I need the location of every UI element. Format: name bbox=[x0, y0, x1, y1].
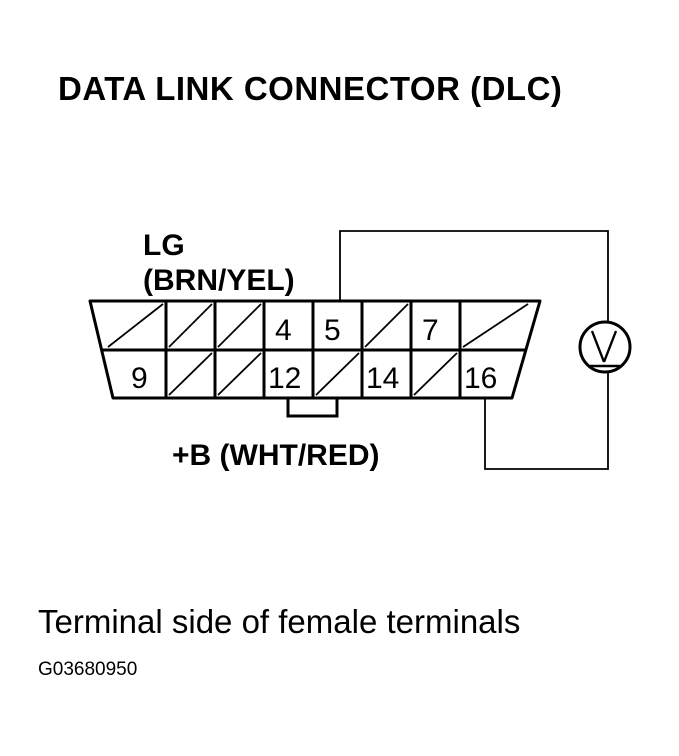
battery-terminal-label: +B (WHT/RED) bbox=[172, 439, 379, 472]
voltmeter-icon bbox=[578, 320, 632, 374]
diagram-title: DATA LINK CONNECTOR (DLC) bbox=[58, 70, 563, 107]
empty-cavity-hatches bbox=[107, 303, 529, 396]
pin-label-12: 12 bbox=[268, 362, 301, 395]
lg-label: LG bbox=[143, 229, 185, 262]
connector-body bbox=[88, 299, 542, 418]
pin-label-5: 5 bbox=[324, 314, 341, 347]
figure-code: G03680950 bbox=[38, 659, 138, 680]
test-wiring bbox=[339, 230, 609, 470]
pin-label-16: 16 bbox=[464, 362, 497, 395]
lg-wire-color-label: (BRN/YEL) bbox=[143, 264, 295, 297]
pin-label-14: 14 bbox=[366, 362, 399, 395]
diagram-caption: Terminal side of female terminals bbox=[38, 603, 521, 640]
pin-label-7: 7 bbox=[422, 314, 439, 347]
pin-label-4: 4 bbox=[275, 314, 292, 347]
pin-label-9: 9 bbox=[131, 362, 148, 395]
